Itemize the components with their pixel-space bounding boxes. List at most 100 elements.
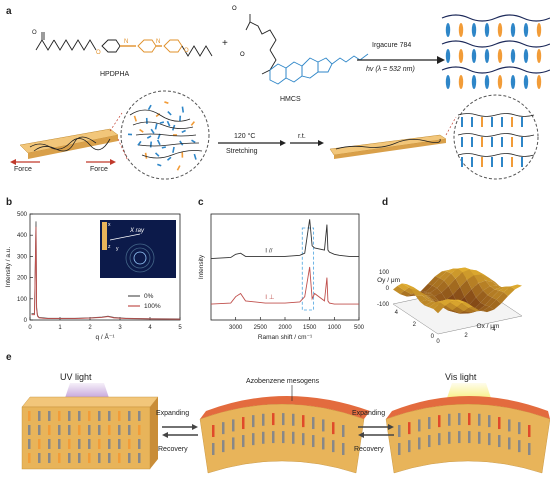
z-tick-label: -100 xyxy=(377,302,390,308)
mesogen xyxy=(536,75,542,89)
light-condition: hv (λ = 532 nm) xyxy=(366,66,415,73)
mesogen-rod xyxy=(48,411,51,421)
mesogen xyxy=(166,120,171,127)
hmcs-structure xyxy=(245,14,277,75)
backbone-line xyxy=(457,153,535,157)
mesogen xyxy=(536,23,542,37)
surface-patch xyxy=(429,302,441,309)
mesogen-rod xyxy=(98,425,101,435)
surface-patch xyxy=(430,288,442,297)
backbone-line xyxy=(135,133,197,137)
svg-text:O: O xyxy=(32,30,37,36)
plot-frame xyxy=(29,213,181,321)
mesogen xyxy=(147,104,152,111)
surface-patch xyxy=(490,285,502,290)
mesogen-rod xyxy=(38,439,41,449)
mesogen-rod xyxy=(138,439,141,449)
mesogen xyxy=(497,49,503,63)
mesogen-rod xyxy=(28,411,31,421)
mesogen xyxy=(510,49,516,63)
inset-background xyxy=(100,220,176,278)
mesogen xyxy=(193,153,197,160)
surface-patch xyxy=(485,280,497,287)
mesogen xyxy=(458,23,464,37)
mesogen-rod xyxy=(108,425,111,435)
mesogen xyxy=(144,152,148,159)
mesogen xyxy=(445,49,451,63)
mesogen xyxy=(154,123,158,130)
molecule2-label: HMCS xyxy=(280,96,301,103)
mesogen xyxy=(497,23,503,37)
arrowhead xyxy=(358,432,364,438)
legend-label: 0% xyxy=(144,293,154,300)
surface-patch xyxy=(478,305,490,311)
scatter-ring xyxy=(129,247,151,269)
mesogen-rod xyxy=(282,431,285,444)
mesogen-rod xyxy=(322,419,325,432)
surface-patch xyxy=(460,279,472,297)
mesogen xyxy=(471,23,477,37)
surface-patch xyxy=(425,294,437,304)
mesogen-rod xyxy=(128,425,131,435)
y-axis-label: Intensity / a.u. xyxy=(5,247,12,288)
surface-patch xyxy=(492,290,504,300)
mesogen-rod xyxy=(418,437,421,450)
scatter-ring xyxy=(125,243,155,273)
mesogen xyxy=(172,146,175,153)
mesogen-rod xyxy=(438,433,441,446)
surface-patch xyxy=(422,295,434,302)
mesogen xyxy=(176,165,181,171)
mesogen-rod xyxy=(272,431,275,444)
mesogen-rod xyxy=(88,411,91,421)
surface-patch xyxy=(421,283,433,293)
mesogen xyxy=(445,75,451,89)
mesogen-rod xyxy=(342,425,345,437)
surface-patch xyxy=(453,287,465,304)
mesogen-rod xyxy=(468,431,471,444)
surface-patch xyxy=(510,284,522,290)
surface-patch xyxy=(450,299,462,308)
series-label-0: I // xyxy=(265,247,272,254)
mesogen xyxy=(523,75,529,89)
expanding-label-2: Expanding xyxy=(352,410,386,417)
mesogen xyxy=(156,139,161,146)
x-tick-label: 500 xyxy=(354,325,365,331)
surface-patch xyxy=(427,299,439,303)
arrowhead xyxy=(192,424,198,430)
mesogen xyxy=(181,129,186,134)
mesogen-rod xyxy=(342,443,345,455)
surface-patch xyxy=(445,302,457,311)
mesogen xyxy=(523,49,529,63)
mesogen xyxy=(497,75,503,89)
y-tick-label: 500 xyxy=(17,212,28,218)
backbone-line xyxy=(457,113,535,117)
panel-label-d: d xyxy=(382,197,389,208)
surface-patch xyxy=(481,274,493,282)
force-right-label: Force xyxy=(90,166,108,173)
mesogen xyxy=(523,23,529,37)
mesogen-rod xyxy=(118,439,121,449)
surface-patch xyxy=(474,274,486,284)
mesogen-rod xyxy=(232,437,235,450)
mesogen-rod xyxy=(488,433,491,446)
inset-film xyxy=(102,222,107,250)
mesogen xyxy=(161,146,167,149)
mesogen-rod xyxy=(108,453,111,463)
mesogen-rod xyxy=(68,411,71,421)
film-stretched xyxy=(329,134,447,159)
film-row xyxy=(10,90,539,180)
y-tick-label: 200 xyxy=(17,276,28,282)
mesogen-rod xyxy=(68,439,71,449)
mesogen-rod xyxy=(398,443,401,455)
z-tick-label: 0 xyxy=(386,286,390,292)
mesogen-rod xyxy=(292,413,295,426)
scatter-ring xyxy=(133,251,147,265)
polymer-network xyxy=(441,14,550,89)
mesogen-rod xyxy=(108,411,111,421)
surface-patch xyxy=(448,278,460,295)
mesogen-rod xyxy=(58,453,61,463)
backbone-line xyxy=(138,142,200,147)
